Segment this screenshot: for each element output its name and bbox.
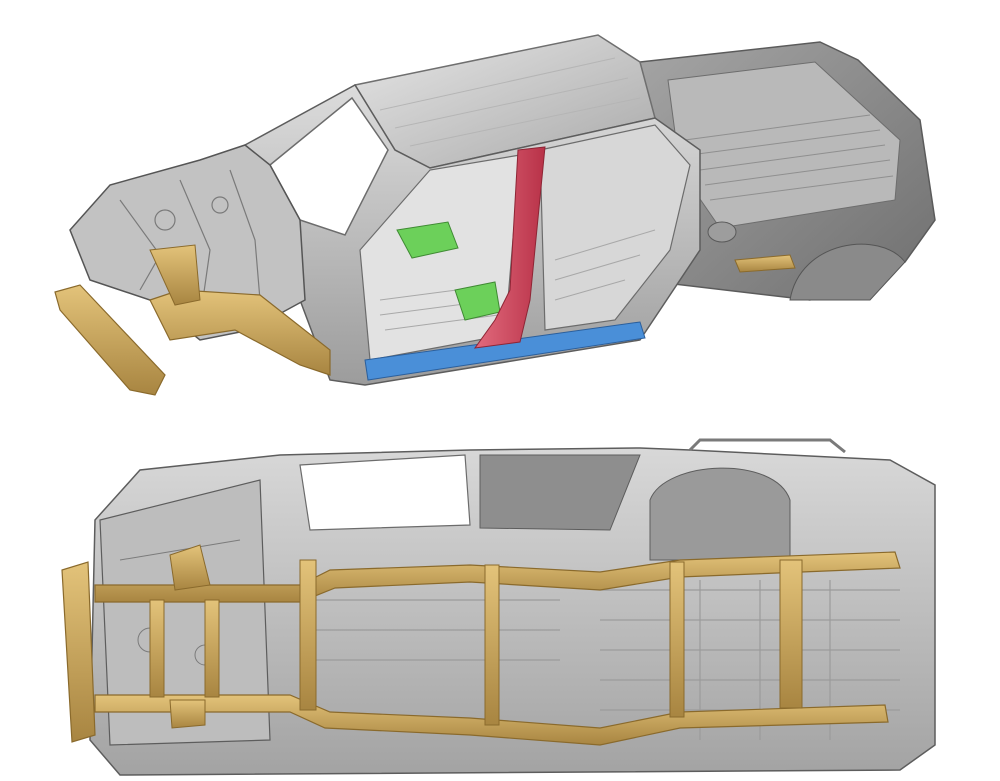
front-end-structure: [69, 144, 306, 341]
crossmember-6: [779, 559, 803, 709]
crossmember-2: [204, 599, 220, 698]
crossmember-5: [669, 561, 685, 718]
cargo-bed-ribs: [684, 114, 894, 201]
roof-ribs: [379, 57, 641, 147]
suspension-tower-left: [169, 544, 211, 591]
windshield-underside-view: [299, 454, 471, 531]
front-crossmember: [149, 244, 201, 306]
rear-wheel-arch: [789, 243, 906, 301]
front-frame-rail: [149, 289, 331, 376]
front-bumper-beam: [54, 284, 166, 396]
engine-bay-underside: [99, 479, 271, 746]
crossmember-4: [484, 564, 500, 726]
lower-underbody-view: [61, 438, 936, 776]
rear-frame-glimpse: [734, 254, 796, 273]
fuel-door-recess: [707, 221, 737, 243]
front-bumper-lower: [61, 561, 96, 743]
crossmember-1: [149, 599, 165, 698]
crossmember-3: [299, 559, 317, 711]
rocker-sill-blue: [364, 321, 646, 381]
floor-panel-upper-green: [396, 221, 459, 259]
rear-window-underside-view: [479, 454, 641, 531]
rear-wheel-well: [649, 467, 791, 561]
upper-body-view: [54, 34, 936, 396]
suspension-tower-right: [169, 699, 206, 729]
bed-rail: [688, 438, 846, 454]
rear-door-opening: [539, 124, 691, 331]
b-pillar-red: [473, 146, 546, 349]
